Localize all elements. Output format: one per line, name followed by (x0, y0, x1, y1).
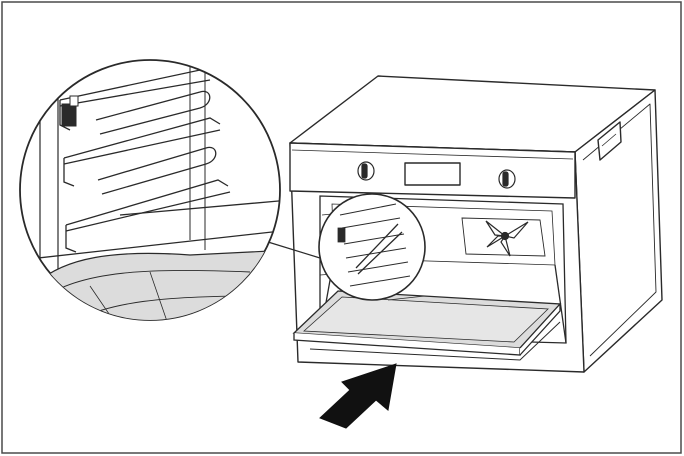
oven-knob-icon (357, 161, 375, 181)
oven-bottom-ledge (309, 321, 561, 361)
insertion-arrow-icon (319, 363, 397, 429)
convection-fan-icon (461, 217, 546, 257)
magnifier-callout-icon (318, 193, 426, 301)
baking-tray (292, 290, 562, 356)
side-vent (597, 121, 622, 161)
oven-knob-icon (498, 169, 516, 189)
display-window (404, 162, 461, 186)
callout-leader-line (267, 241, 321, 259)
